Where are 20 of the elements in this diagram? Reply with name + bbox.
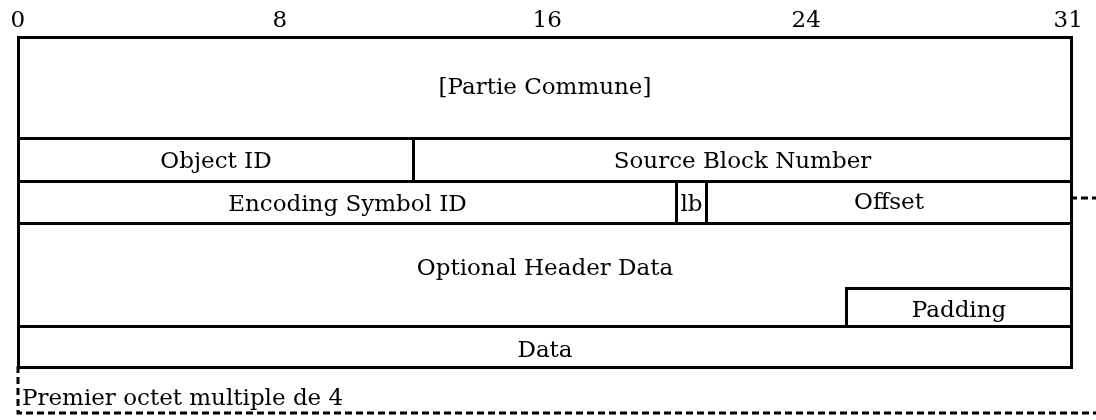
field-label: Object ID [160,149,272,172]
field-label: Source Block Number [613,149,872,172]
header-field-box [845,287,1073,328]
field-label: Encoding Symbol ID [228,192,467,215]
field-label: Data [517,338,573,361]
bit-number: 0 [10,8,26,31]
header-field-box [17,36,1073,140]
header-field-box [17,325,1073,369]
bit-number: 24 [791,8,821,31]
field-label: lb [680,192,703,215]
field-label: [Partie Commune] [438,75,652,98]
bit-number: 8 [272,8,288,31]
field-label: Padding [911,298,1007,321]
header-field-box [17,180,678,225]
header-field-box [705,180,1073,225]
field-label: Offset [854,190,924,213]
field-label: Optional Header Data [416,256,674,279]
header-field-box [17,222,1073,328]
bit-number: 31 [1053,8,1083,31]
bit-number: 16 [532,8,562,31]
